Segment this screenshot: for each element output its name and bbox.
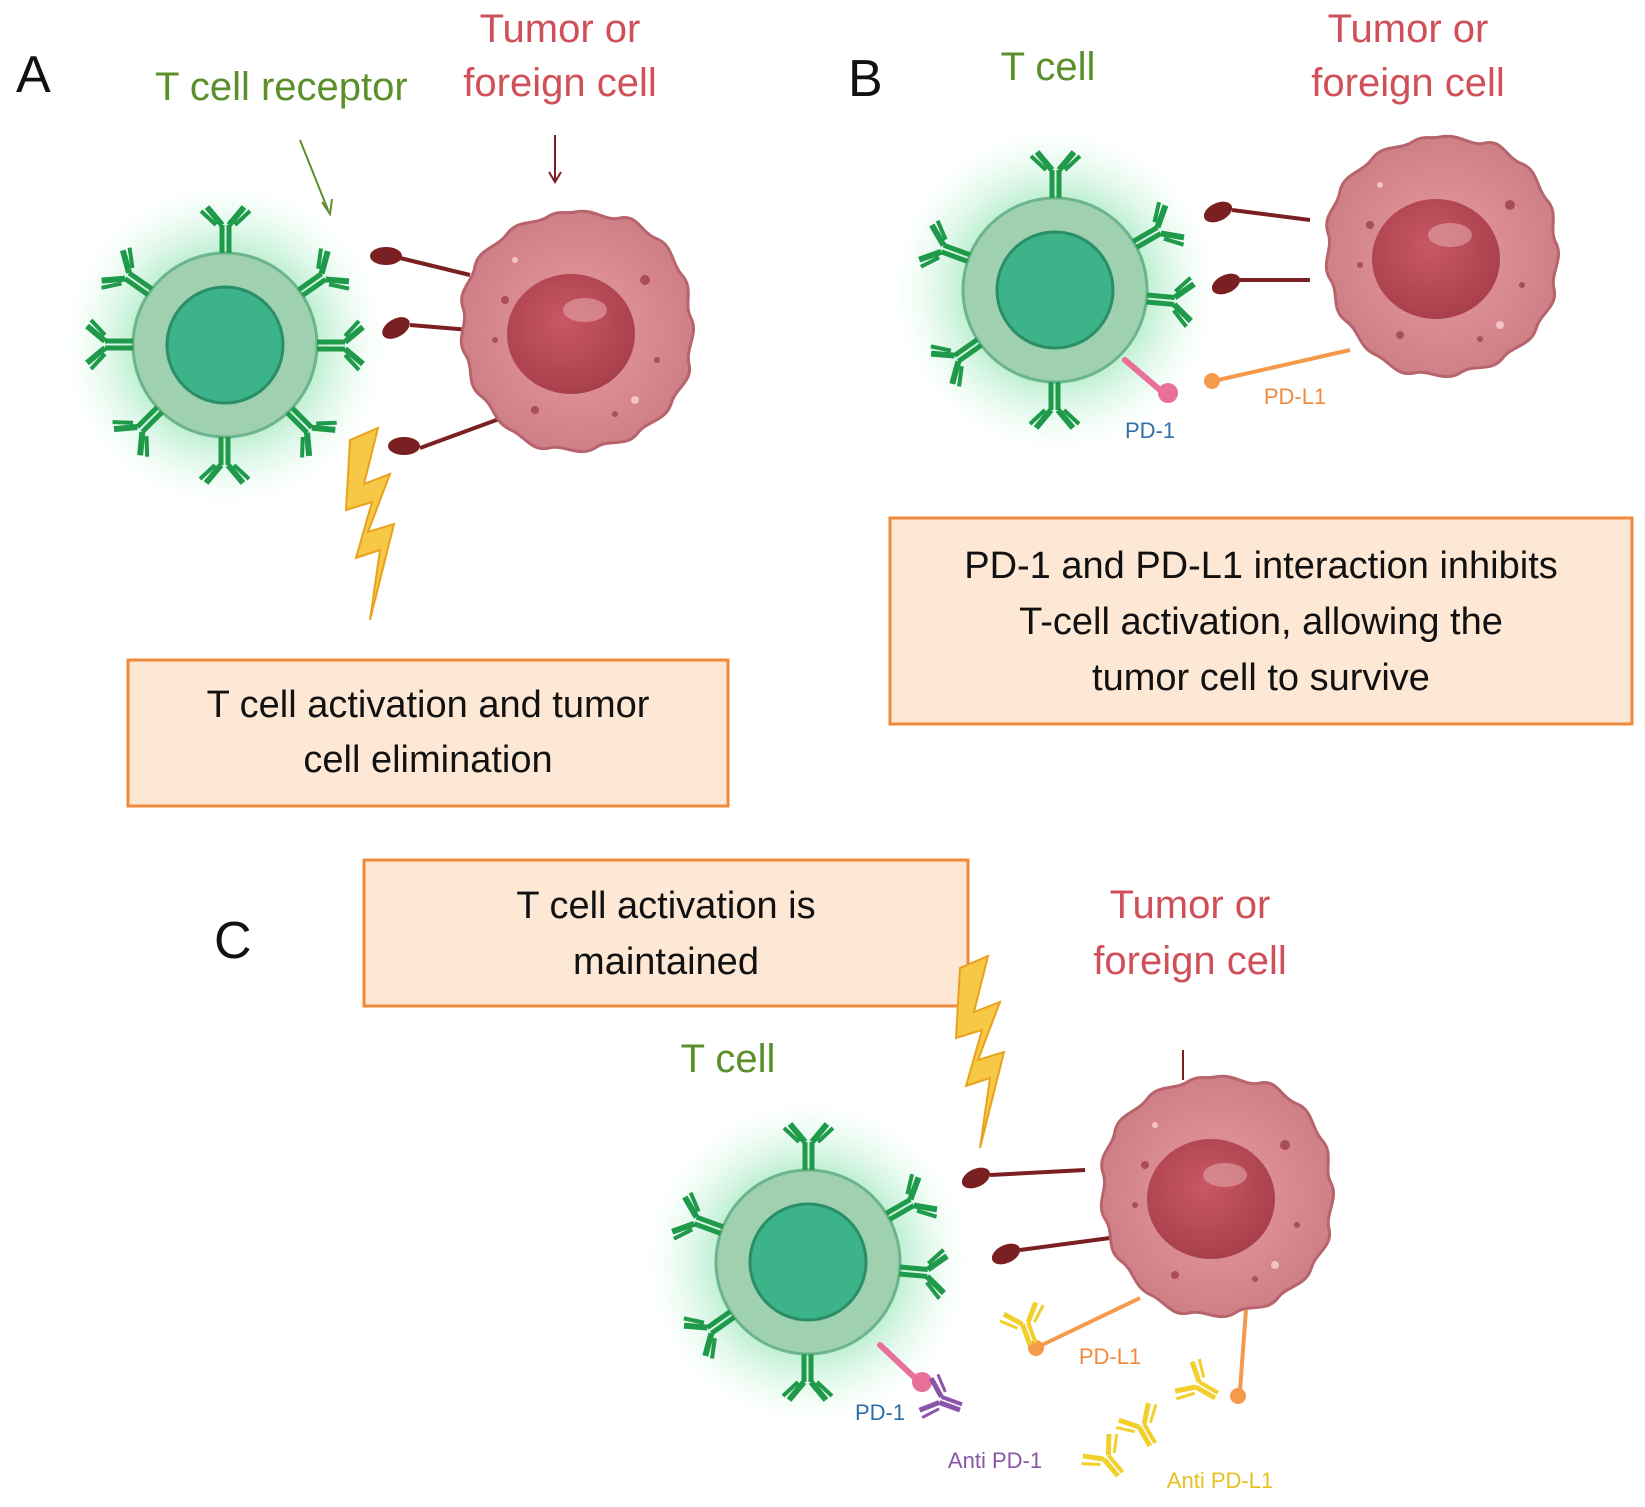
caption-box-a [126,658,730,808]
caption-box-c [362,858,970,1008]
panel-c: C T cell activation is maintained Tumor … [214,858,1336,1493]
receptor-pointer-arrow [299,139,329,211]
caption-a-line1: T cell activation and tumor [207,684,650,726]
panel-a-letter: A [16,46,51,104]
panel-c-letter: C [214,912,252,970]
anti-pdl1-label: Anti PD-L1 [1167,1468,1273,1493]
tumor-label-a-line2: foreign cell [463,61,656,105]
mhc-molecules-c [961,1167,1111,1265]
tumor-label-c-line1: Tumor or [1110,883,1271,927]
t-cell-a [63,183,387,507]
pdl1-label-b: PD-L1 [1264,384,1326,409]
pdl1-b [1204,348,1351,389]
caption-a-line2: cell elimination [303,739,552,781]
panel-b: B T cell Tumor or foreign cell PD-1 [848,7,1634,726]
caption-c-line1: T cell activation is [516,885,815,927]
mhc-molecules-a [370,247,511,455]
activation-lightning-a [345,427,395,621]
tumor-cell-a [459,209,696,454]
pd1-b [1122,357,1178,403]
caption-box-b [888,516,1634,726]
tumor-cell-c [1099,1074,1336,1319]
activation-lightning-c [955,955,1005,1149]
caption-b-line2: T-cell activation, allowing the [1019,601,1503,643]
caption-b-line3: tumor cell to survive [1092,657,1430,699]
t-cell-label-b: T cell [1001,45,1096,89]
anti-pd1-label: Anti PD-1 [948,1448,1042,1473]
pdl1-label-c: PD-L1 [1079,1344,1141,1369]
tumor-label-a-line1: Tumor or [480,7,641,51]
pd1-label-c: PD-1 [855,1400,905,1425]
tumor-cell-b [1324,134,1561,379]
panel-b-letter: B [848,50,883,108]
mhc-molecules-b [1203,201,1311,295]
caption-b-line1: PD-1 and PD-L1 interaction inhibits [964,545,1558,587]
tumor-label-b-line1: Tumor or [1328,7,1489,51]
panel-a: A T cell receptor Tumor or foreign cell [16,7,730,808]
tumor-label-b-line2: foreign cell [1311,61,1504,105]
t-cell-label-c: T cell [681,1037,776,1081]
t-cell-receptor-label: T cell receptor [155,65,408,109]
pdl1-c [1028,1296,1248,1404]
caption-c-line2: maintained [573,941,759,983]
tumor-label-c-line2: foreign cell [1093,939,1286,983]
pd1-c [877,1342,932,1392]
pd1-label-b: PD-1 [1125,418,1175,443]
